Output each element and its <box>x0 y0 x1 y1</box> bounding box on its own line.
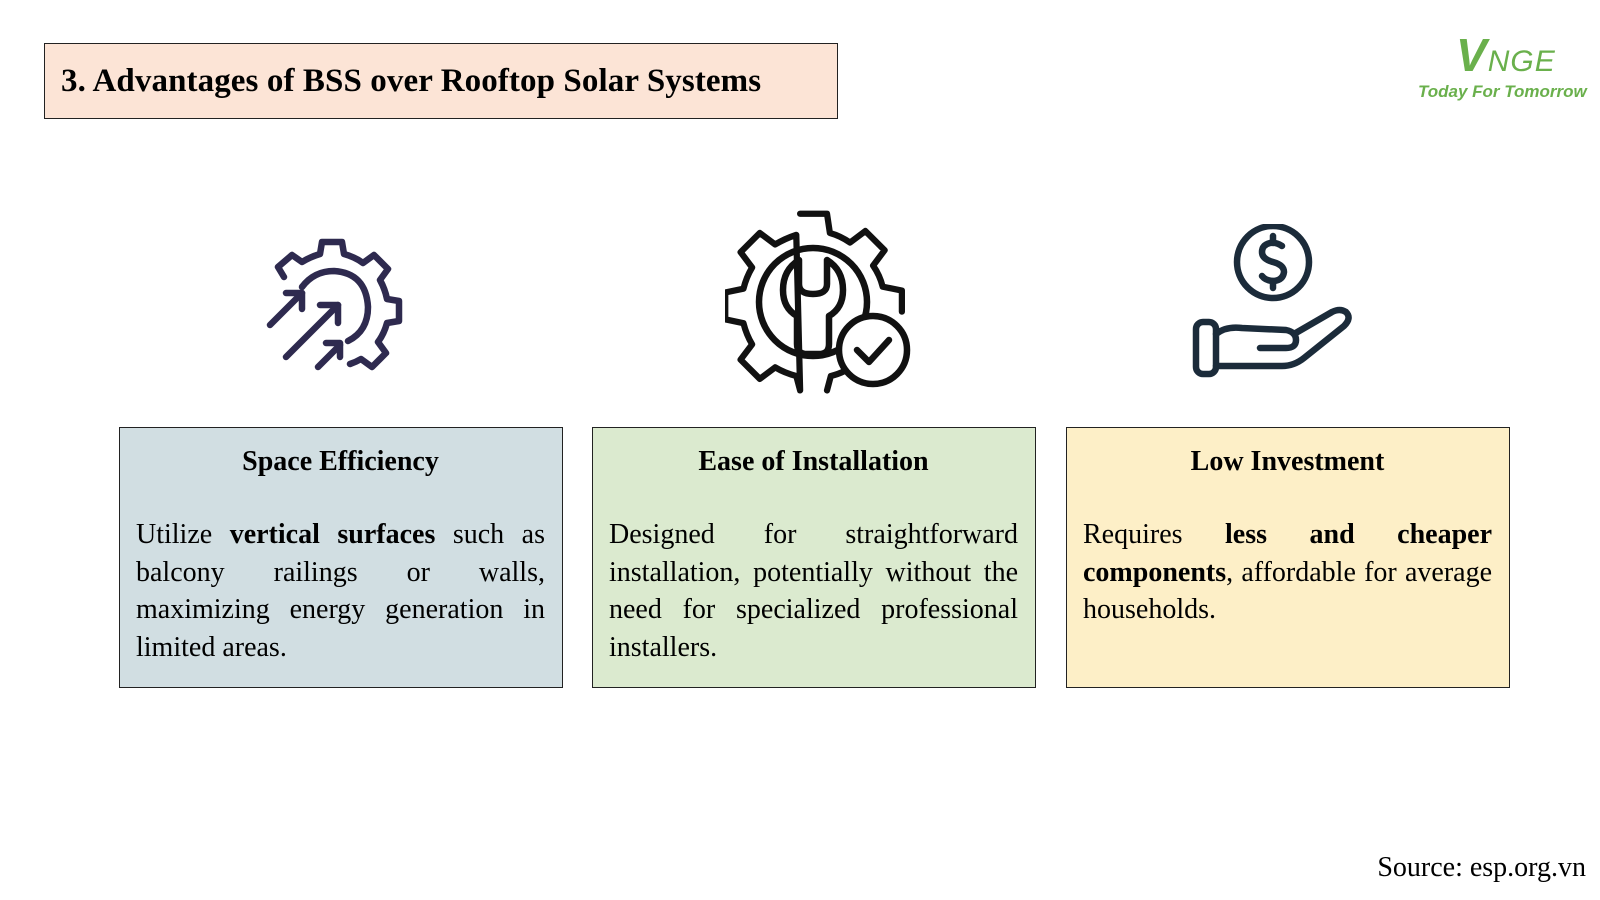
card-text-bold: vertical surfaces <box>229 519 436 550</box>
hand-dollar-icon <box>1192 224 1352 378</box>
source-citation: Source: esp.org.vn <box>1377 852 1586 883</box>
card-text: such as balcony railings or walls, maxim… <box>136 519 545 663</box>
gear-arrows-icon <box>266 238 403 371</box>
card-ease-of-installation: Ease of Installation Designed for straig… <box>592 427 1036 688</box>
card-title: Low Investment <box>1190 446 1385 477</box>
card-text: Utilize <box>136 519 230 550</box>
card-title: Space Efficiency <box>242 446 439 477</box>
card-low-investment: Low Investment Requires less and cheaper… <box>1066 427 1510 688</box>
logo-tagline: Today For Tomorrow <box>1418 82 1587 101</box>
card-text: Requires <box>1083 519 1226 550</box>
logo-mark: VNGE <box>1456 28 1556 82</box>
card-text: , affordable for average households. <box>1083 556 1492 626</box>
slide-title: 3. Advantages of BSS over Rooftop Solar … <box>44 43 838 119</box>
card-title: Ease of Installation <box>698 446 929 477</box>
logo-mark-first: V <box>1456 29 1488 81</box>
gear-wrench-check-icon <box>725 210 911 394</box>
card-text: Designed for straightforward installatio… <box>609 519 1018 663</box>
vnge-logo: VNGE Today For Tomorrow <box>1410 18 1587 110</box>
logo-mark-rest: NGE <box>1487 45 1556 78</box>
card-space-efficiency: Space Efficiency Utilize vertical surfac… <box>119 427 563 688</box>
card-text-bold: less and cheaper components <box>1083 519 1493 588</box>
card-body: Requires less and cheaper components, af… <box>1083 516 1492 629</box>
card-body: Utilize vertical surfaces such as balcon… <box>136 516 545 666</box>
card-body: Designed for straightforward installatio… <box>609 516 1018 666</box>
